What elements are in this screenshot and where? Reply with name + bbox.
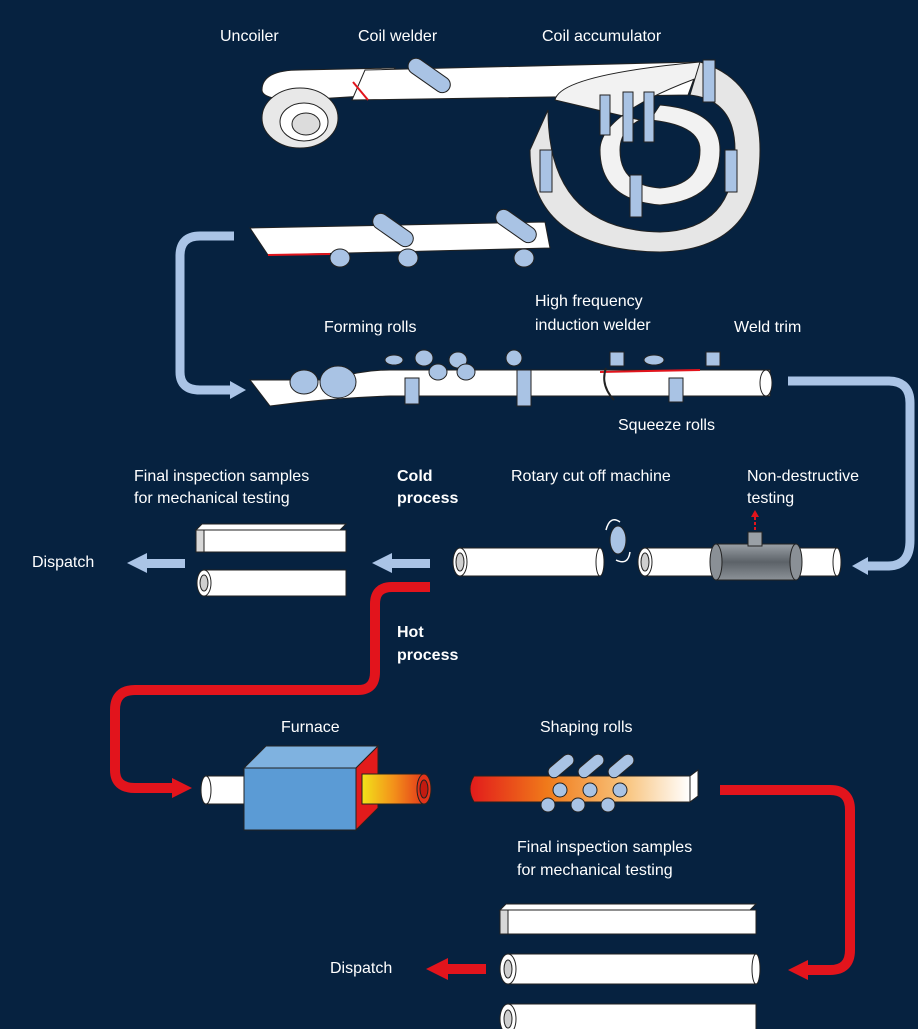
label-ndt-line2: testing [747, 490, 795, 507]
label-uncoiler: Uncoiler [220, 28, 279, 45]
coil-accumulator [529, 59, 761, 253]
arrow-cold-to-inspection [372, 553, 430, 573]
label-coil-welder: Coil welder [358, 28, 438, 45]
label-rotary-cut-off: Rotary cut off machine [511, 468, 671, 485]
arrow-dispatch-top [127, 553, 185, 573]
label-final-inspection-top-line1: Final inspection samples [134, 468, 310, 485]
arrow-head-inspection [788, 960, 808, 980]
arrow-dispatch-bottom [426, 958, 486, 980]
label-squeeze-rolls: Squeeze rolls [618, 417, 715, 434]
arrow-strip-to-forming [175, 231, 234, 395]
inspection-samples-cold [194, 523, 348, 597]
label-furnace: Furnace [281, 719, 340, 736]
forming-rolls [289, 349, 532, 407]
label-hot-process-line2: process [397, 647, 459, 664]
label-hf-welder-line2: induction welder [535, 317, 651, 334]
hf-induction-welder [603, 351, 721, 403]
ndt-tube [637, 510, 842, 581]
arrow-head-furnace [172, 778, 192, 798]
label-dispatch-bottom: Dispatch [330, 960, 393, 977]
label-shaping-rolls: Shaping rolls [540, 719, 633, 736]
arrow-shaping-to-inspection [720, 785, 855, 975]
label-cold-process-line2: process [397, 490, 459, 507]
label-forming-rolls: Forming rolls [324, 319, 417, 336]
flat-strip [249, 208, 551, 268]
label-ndt-line1: Non-destructive [747, 468, 860, 485]
rotary-cut-off [605, 519, 631, 563]
cut-tube-cold [452, 547, 605, 577]
uncoiler-coil [261, 67, 396, 149]
label-final-inspection-bottom-line2: for mechanical testing [517, 862, 673, 879]
shaping-rolls-tube [469, 753, 699, 813]
label-hf-welder-line1: High frequency [535, 293, 643, 310]
arrow-forming-to-ndt [788, 376, 915, 571]
arrow-head-forming [230, 381, 246, 399]
label-weld-trim: Weld trim [734, 319, 802, 336]
label-dispatch-top: Dispatch [32, 554, 95, 571]
arrow-hot-to-furnace [110, 582, 430, 793]
inspection-samples-hot [498, 903, 761, 1029]
coil-welder-roll [407, 57, 451, 94]
label-final-inspection-top-line2: for mechanical testing [134, 490, 290, 507]
furnace [200, 744, 432, 832]
label-hot-process-line1: Hot [397, 624, 424, 641]
arrow-head-ndt [852, 557, 868, 575]
label-cold-process-line1: Cold [397, 468, 433, 485]
label-coil-accumulator: Coil accumulator [542, 28, 662, 45]
label-final-inspection-bottom-line1: Final inspection samples [517, 839, 693, 856]
